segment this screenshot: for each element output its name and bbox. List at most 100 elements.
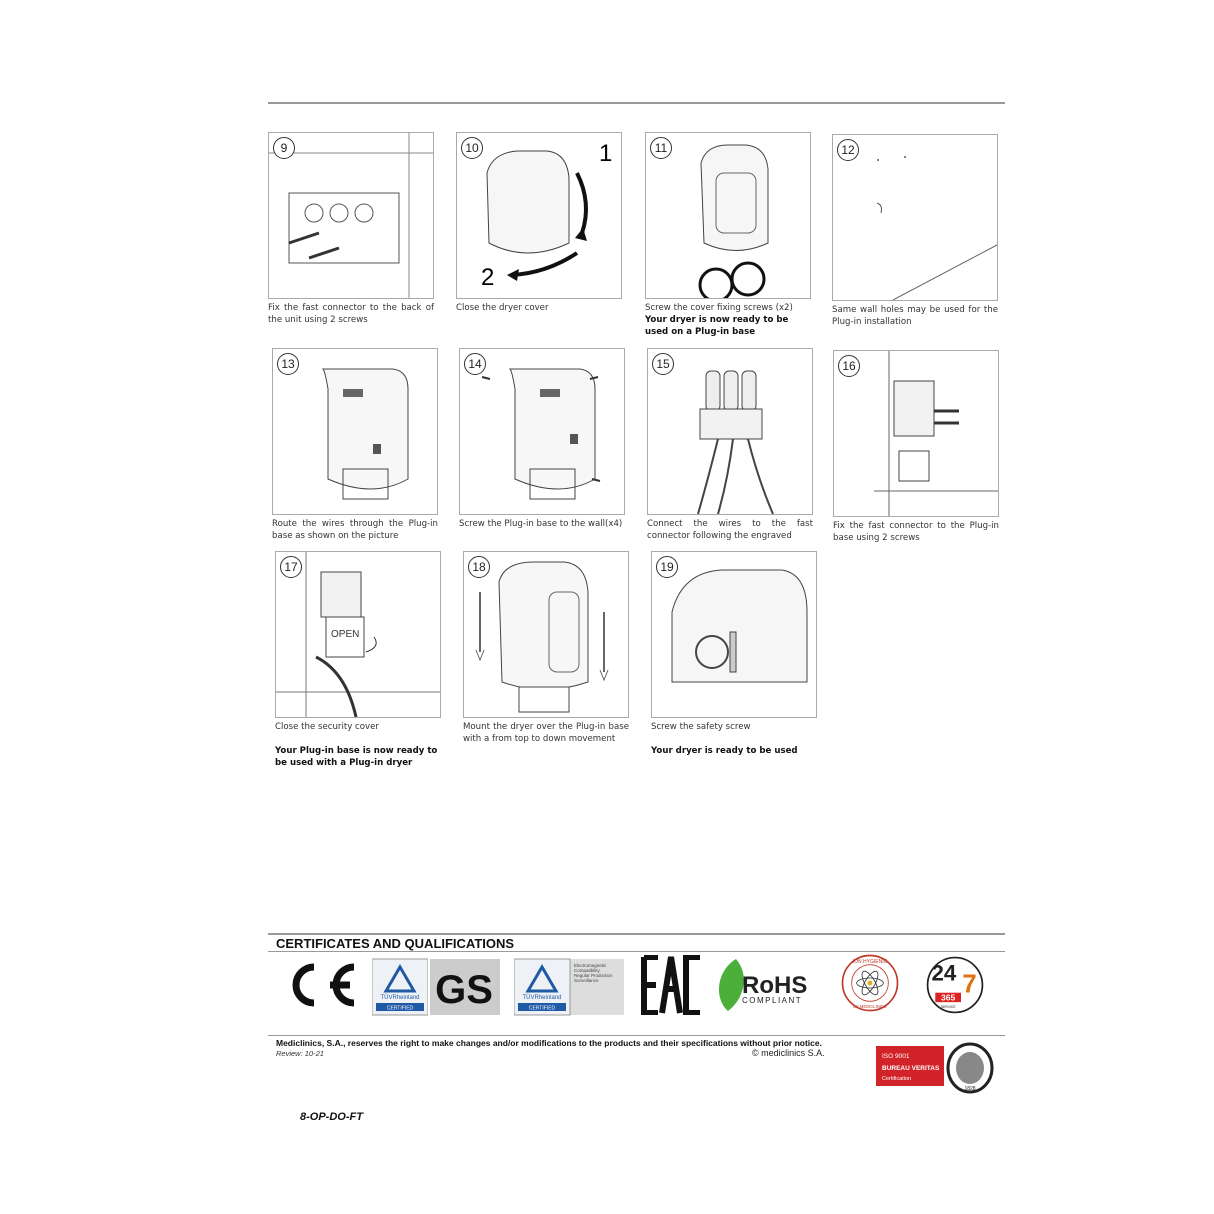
svg-text:RoHS: RoHS (742, 972, 807, 999)
step-note: Your dryer is ready to be used (651, 746, 798, 756)
review-text: Review: 10-21 (276, 1049, 324, 1058)
step-caption: Connect the wires to the fast connector … (647, 519, 813, 541)
step-caption: Screw the Plug-in base to the wall(x4) (459, 519, 623, 529)
step-drawing-icon: OPEN (276, 552, 440, 717)
step-number: 19 (656, 556, 678, 578)
svg-text:TÜVRheinland: TÜVRheinland (380, 994, 419, 1001)
service-24-7-logo: 24 7 365 SERVICE (926, 956, 984, 1014)
svg-text:24: 24 (931, 961, 956, 986)
cert-label: Certification (882, 1076, 912, 1082)
step-number: 17 (280, 556, 302, 578)
svg-text:BY MEDICLINICS: BY MEDICLINICS (853, 1004, 887, 1009)
svg-text:ION HYGIENIC: ION HYGIENIC (853, 959, 888, 965)
svg-text:7: 7 (962, 971, 976, 999)
ion-hygienic-logo: ION HYGIENIC BY MEDICLINICS (841, 954, 899, 1012)
step-drawing-icon: 12 (481, 140, 612, 291)
step-drawing-icon (481, 368, 601, 500)
open-label: OPEN (331, 629, 359, 640)
svg-text:SERVICE: SERVICE (941, 1005, 957, 1009)
step-illustration: 11 (645, 132, 811, 299)
step-note: Your Plug-in base is now ready to be use… (275, 746, 438, 768)
step-caption: Screw the safety screw (651, 722, 751, 732)
step-caption: Route the wires through the Plug-in base… (272, 519, 438, 541)
step-drawing-icon (697, 370, 774, 514)
svg-text:Surveillance: Surveillance (574, 978, 599, 983)
step-number: 12 (837, 139, 859, 161)
step-number: 10 (461, 137, 483, 159)
step-number: 9 (273, 137, 295, 159)
step-illustration: 9 (268, 132, 434, 299)
step-drawing-icon (475, 561, 609, 713)
step-number: 14 (464, 353, 486, 375)
step-illustration: 16 (833, 350, 999, 517)
cert-divider (268, 933, 1005, 935)
step-number: 18 (468, 556, 490, 578)
step-illustration: 14 (459, 348, 625, 515)
step-caption: Close the security cover (275, 722, 379, 732)
svg-text:1828: 1828 (964, 1086, 975, 1092)
eac-logo (641, 955, 700, 1015)
step-number: 13 (277, 353, 299, 375)
svg-text:Electromagnetic: Electromagnetic (574, 963, 607, 968)
step-number: 16 (838, 355, 860, 377)
copyright-text: © mediclinics S.A. (752, 1048, 825, 1058)
step-drawing-icon (321, 368, 409, 500)
step-caption: Fix the fast connector to the back of th… (268, 303, 434, 325)
step-caption: Fix the fast connector to the Plug-in ba… (833, 521, 999, 543)
svg-text:2: 2 (481, 264, 494, 291)
svg-text:GS: GS (435, 968, 493, 1012)
step-caption: Screw the cover fixing screws (x2) (645, 303, 793, 313)
svg-text:TÜVRheinland: TÜVRheinland (522, 994, 561, 1001)
svg-text:COMPLIANT: COMPLIANT (742, 996, 802, 1005)
gs-logo: GS (430, 959, 500, 1015)
step-number: 15 (652, 353, 674, 375)
step-illustration: 15 (647, 348, 813, 515)
svg-text:365: 365 (941, 992, 956, 1002)
certificates-title: CERTIFICATES AND QUALIFICATIONS (276, 936, 515, 951)
step-caption: Close the dryer cover (456, 303, 549, 313)
rohs-logo: RoHS COMPLIANT (718, 959, 807, 1011)
svg-text:Regular Production: Regular Production (574, 973, 613, 978)
cert-divider-2 (268, 951, 1005, 952)
step-illustration: 12 (832, 134, 998, 301)
step-drawing-icon (671, 569, 808, 683)
svg-text:1: 1 (599, 140, 612, 167)
bureau-veritas-badge: ISO 9001 BUREAU VERITAS Certification 18… (876, 1042, 996, 1094)
tuv-emc-logo: TÜVRheinland CERTIFIED ElectromagneticCo… (514, 958, 624, 1016)
step-drawing-icon (698, 144, 769, 298)
step-illustration: OPEN 17 (275, 551, 441, 718)
tuv-logo: TÜVRheinland CERTIFIED (372, 958, 428, 1016)
ce-logo (292, 963, 355, 1007)
step-note: Your dryer is now ready to be used on a … (645, 315, 789, 337)
disclaimer-text: Mediclinics, S.A., reserves the right to… (276, 1038, 822, 1048)
footer-divider (268, 1035, 1005, 1036)
step-drawing-icon (269, 133, 433, 298)
step-illustration: 18 (463, 551, 629, 718)
step-drawing-icon (876, 156, 997, 300)
step-caption: Mount the dryer over the Plug-in base wi… (463, 722, 629, 744)
bv-label: BUREAU VERITAS (882, 1065, 940, 1072)
bureau-veritas-seal-icon: 1828 (946, 1042, 994, 1094)
top-divider (268, 102, 1005, 104)
svg-text:Compatibility: Compatibility (574, 968, 601, 973)
step-caption: Same wall holes may be used for the Plug… (832, 305, 998, 327)
document-code: 8-OP-DO-FT (300, 1111, 363, 1123)
step-illustration: 13 (272, 348, 438, 515)
iso-label: ISO 9001 (882, 1053, 910, 1060)
svg-text:CERTIFIED: CERTIFIED (529, 1006, 556, 1012)
step-illustration: 19 (651, 551, 817, 718)
step-number: 11 (650, 137, 672, 159)
